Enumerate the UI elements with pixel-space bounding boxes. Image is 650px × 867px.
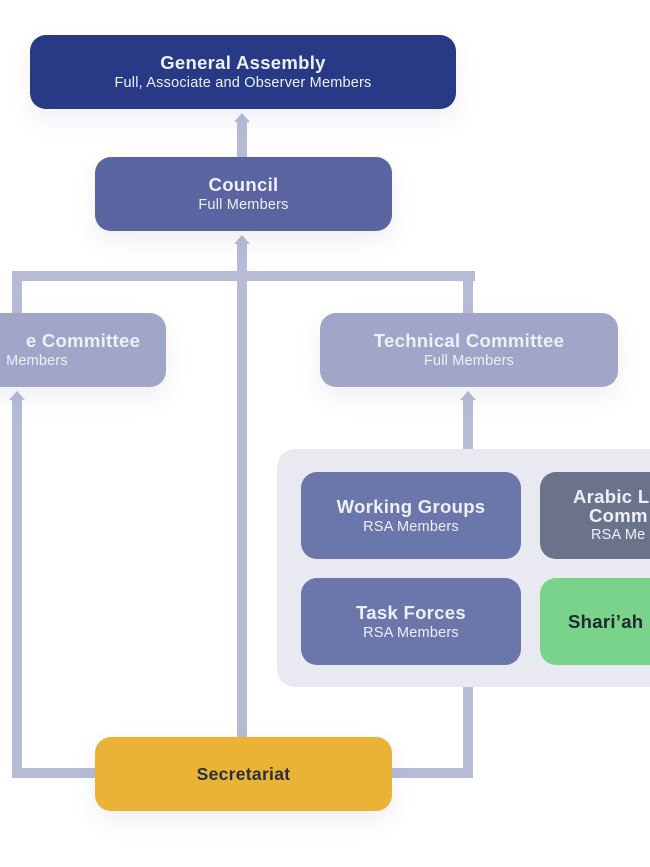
arrow-up-icon — [460, 391, 476, 400]
working-groups-subtitle: RSA Members — [363, 518, 459, 535]
council-title: Council — [208, 174, 279, 195]
council-box[interactable]: Council Full Members — [95, 157, 392, 231]
connector-council-to-assembly — [237, 121, 247, 157]
general-assembly-title: General Assembly — [160, 52, 326, 73]
left-committee-subtitle: Members — [6, 353, 68, 369]
council-subtitle: Full Members — [198, 197, 289, 213]
secretariat-box[interactable]: Secretariat — [95, 737, 392, 811]
arabic-committee-title-line2: Comm — [589, 505, 648, 526]
shariah-title: Shari’ah — [568, 611, 644, 632]
arabic-committee-title-line1: Arabic L — [573, 486, 650, 507]
connector-top-horizontal — [12, 271, 475, 281]
technical-committee-subtitle: Full Members — [423, 353, 515, 369]
connector-top-right-down — [463, 271, 473, 313]
connector-top-left-down — [12, 271, 22, 313]
general-assembly-subtitle: Full, Associate and Observer Members — [114, 75, 372, 91]
connector-groups-to-technical — [463, 399, 473, 449]
working-groups-title: Working Groups — [336, 495, 486, 517]
task-forces-subtitle: RSA Members — [363, 624, 459, 641]
arabic-committee-box[interactable]: Arabic L Comm RSA Me — [540, 472, 650, 559]
arabic-committee-subtitle: RSA Me — [591, 527, 646, 543]
secretariat-title: Secretariat — [196, 763, 291, 784]
technical-committee-title: Technical Committee — [373, 330, 565, 351]
general-assembly-box[interactable]: General Assembly Full, Associate and Obs… — [30, 35, 456, 109]
task-forces-title: Task Forces — [356, 601, 466, 623]
connector-right-vertical — [463, 687, 473, 778]
working-groups-box[interactable]: Working Groups RSA Members — [301, 472, 521, 559]
shariah-box[interactable]: Shari’ah — [540, 578, 650, 665]
technical-committee-box[interactable]: Technical Committee Full Members — [320, 313, 618, 387]
arrow-up-icon — [9, 391, 25, 400]
arrow-up-icon — [234, 235, 250, 244]
connector-secretariat-to-council — [237, 243, 247, 737]
arrow-up-icon — [234, 113, 250, 122]
left-committee-title: e Committee — [25, 330, 141, 351]
left-committee-box[interactable]: e Committee Members — [0, 313, 166, 387]
task-forces-box[interactable]: Task Forces RSA Members — [301, 578, 521, 665]
connector-left-vertical — [12, 399, 22, 778]
